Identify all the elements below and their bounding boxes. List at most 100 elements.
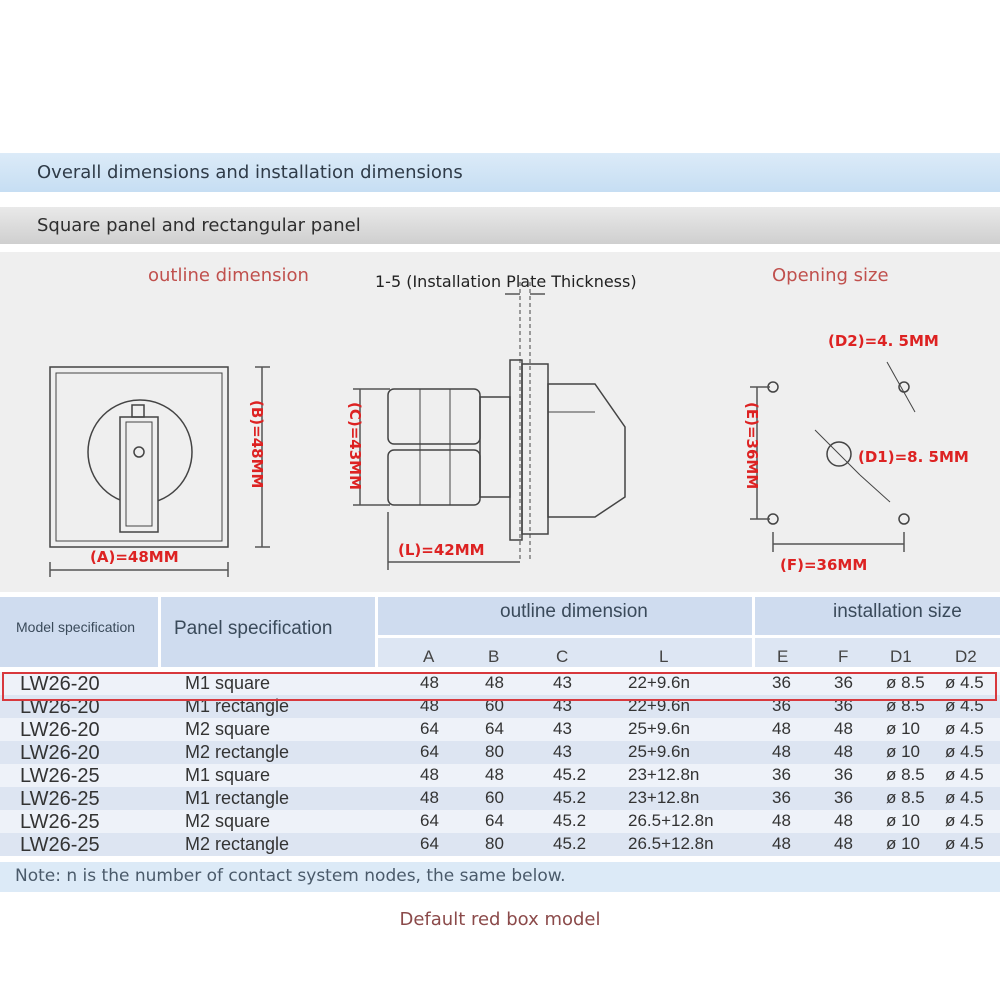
cell-l: 23+12.8n bbox=[628, 788, 700, 807]
cell-d2: ø 4.5 bbox=[945, 719, 984, 738]
cell-panel: M1 square bbox=[185, 673, 271, 693]
cell-panel: M2 square bbox=[185, 719, 271, 739]
subcol-c: C bbox=[556, 647, 569, 666]
cell-b: 48 bbox=[485, 765, 504, 784]
note-text: Note: n is the number of contact system … bbox=[15, 866, 566, 886]
footer-caption: Default red box model bbox=[399, 909, 601, 930]
dim-c: (C)=43MM bbox=[346, 402, 364, 490]
cell-a: 48 bbox=[420, 765, 439, 784]
opening-view bbox=[750, 361, 916, 552]
cell-panel: M1 rectangle bbox=[185, 788, 290, 808]
cell-a: 64 bbox=[420, 834, 439, 853]
subcol-d2: D2 bbox=[955, 647, 977, 666]
cell-f: 48 bbox=[834, 742, 853, 761]
cell-d1: ø 8.5 bbox=[886, 765, 925, 784]
plate-thickness-label: 1-5 (Installation Plate Thickness) bbox=[375, 272, 637, 291]
shaft-housing bbox=[479, 396, 511, 498]
front-view bbox=[49, 366, 270, 577]
header-outline-group: outline dimension bbox=[378, 597, 752, 635]
cell-f: 36 bbox=[834, 788, 853, 807]
section-title: Overall dimensions and installation dime… bbox=[37, 162, 463, 183]
cell-panel: M1 rectangle bbox=[185, 696, 290, 716]
cell-model: LW26-25 bbox=[20, 788, 100, 810]
cell-c: 45.2 bbox=[553, 834, 587, 853]
cell-l: 23+12.8n bbox=[628, 765, 700, 784]
cell-l: 26.5+12.8n bbox=[628, 811, 714, 830]
knob-center bbox=[133, 446, 145, 458]
cell-model: LW26-25 bbox=[20, 811, 100, 833]
cell-d1: ø 10 bbox=[886, 719, 921, 738]
cell-f: 36 bbox=[834, 765, 853, 784]
header-install-group: installation size bbox=[755, 597, 1000, 635]
cell-f: 48 bbox=[834, 719, 853, 738]
knob-side bbox=[547, 383, 626, 518]
technical-drawing: outline dimension 1-5 (Installation Plat… bbox=[0, 252, 1000, 592]
cell-model: LW26-20 bbox=[20, 719, 100, 741]
cell-model: LW26-25 bbox=[20, 765, 100, 787]
subcol-a: A bbox=[423, 647, 435, 666]
group-outline: outline dimension bbox=[500, 601, 648, 622]
dim-d2: (D2)=4. 5MM bbox=[828, 332, 939, 350]
mount-hole-br bbox=[898, 513, 910, 525]
cell-f: 48 bbox=[834, 834, 853, 853]
cell-d2: ø 4.5 bbox=[945, 742, 984, 761]
header-model-cell: Model specification bbox=[0, 597, 158, 667]
cell-l: 25+9.6n bbox=[628, 719, 690, 738]
cell-d1: ø 10 bbox=[886, 834, 921, 853]
header-outline-subcols bbox=[378, 638, 752, 667]
panel-plate bbox=[521, 363, 549, 535]
cell-e: 48 bbox=[772, 719, 791, 738]
dim-l: (L)=42MM bbox=[398, 541, 485, 559]
cell-l: 25+9.6n bbox=[628, 742, 690, 761]
cell-panel: M2 rectangle bbox=[185, 742, 290, 762]
dim-f: (F)=36MM bbox=[780, 556, 867, 574]
cell-d1: ø 8.5 bbox=[886, 788, 925, 807]
header-install-subcols bbox=[755, 638, 1000, 667]
cell-l: 26.5+12.8n bbox=[628, 834, 714, 853]
cell-b: 64 bbox=[485, 811, 504, 830]
cell-d2: ø 4.5 bbox=[945, 811, 984, 830]
cell-a: 48 bbox=[420, 673, 439, 692]
cell-f: 48 bbox=[834, 811, 853, 830]
dim-b: (B)=48MM bbox=[248, 400, 266, 488]
subcol-d1: D1 bbox=[890, 647, 912, 666]
subcol-l: L bbox=[659, 647, 669, 666]
drawing-svg: (A)=48MM (B)=48MM (C)=43MM bbox=[49, 282, 969, 577]
note-band: Note: n is the number of contact system … bbox=[0, 862, 1000, 892]
front-panel-outline bbox=[49, 366, 229, 548]
cell-c: 43 bbox=[553, 742, 572, 761]
cell-l: 22+9.6n bbox=[628, 673, 690, 692]
cell-e: 36 bbox=[772, 673, 791, 692]
cell-d1: ø 10 bbox=[886, 811, 921, 830]
col-panel: Panel specification bbox=[174, 618, 333, 639]
contact-module-lower bbox=[387, 449, 481, 506]
col-model: Model specification bbox=[16, 619, 136, 635]
table-row: LW26-20 M2 square 64 64 43 25+9.6n 48 48 ø 10 ø 4… bbox=[0, 718, 1000, 741]
side-view bbox=[353, 282, 626, 570]
cell-model: LW26-25 bbox=[20, 834, 100, 856]
cell-c: 45.2 bbox=[553, 765, 587, 784]
cell-e: 48 bbox=[772, 742, 791, 761]
cell-a: 64 bbox=[420, 719, 439, 738]
subsection-title-band: Square panel and rectangular panel bbox=[0, 207, 1000, 244]
subcol-f: F bbox=[838, 647, 849, 666]
cell-d1: ø 8.5 bbox=[886, 673, 925, 692]
cell-d2: ø 4.5 bbox=[945, 765, 984, 784]
cell-panel: M2 square bbox=[185, 811, 271, 831]
cell-b: 64 bbox=[485, 719, 504, 738]
cell-d2: ø 4.5 bbox=[945, 788, 984, 807]
cell-a: 48 bbox=[420, 788, 439, 807]
dim-a: (A)=48MM bbox=[90, 548, 179, 566]
subcol-b: B bbox=[488, 647, 500, 666]
section-title-band: Overall dimensions and installation dime… bbox=[0, 153, 1000, 192]
outline-dimension-label: outline dimension bbox=[148, 265, 309, 286]
cell-c: 43 bbox=[553, 719, 572, 738]
knob-indicator bbox=[131, 404, 145, 418]
cell-c: 45.2 bbox=[553, 811, 587, 830]
cell-d1: ø 10 bbox=[886, 742, 921, 761]
cell-e: 48 bbox=[772, 834, 791, 853]
